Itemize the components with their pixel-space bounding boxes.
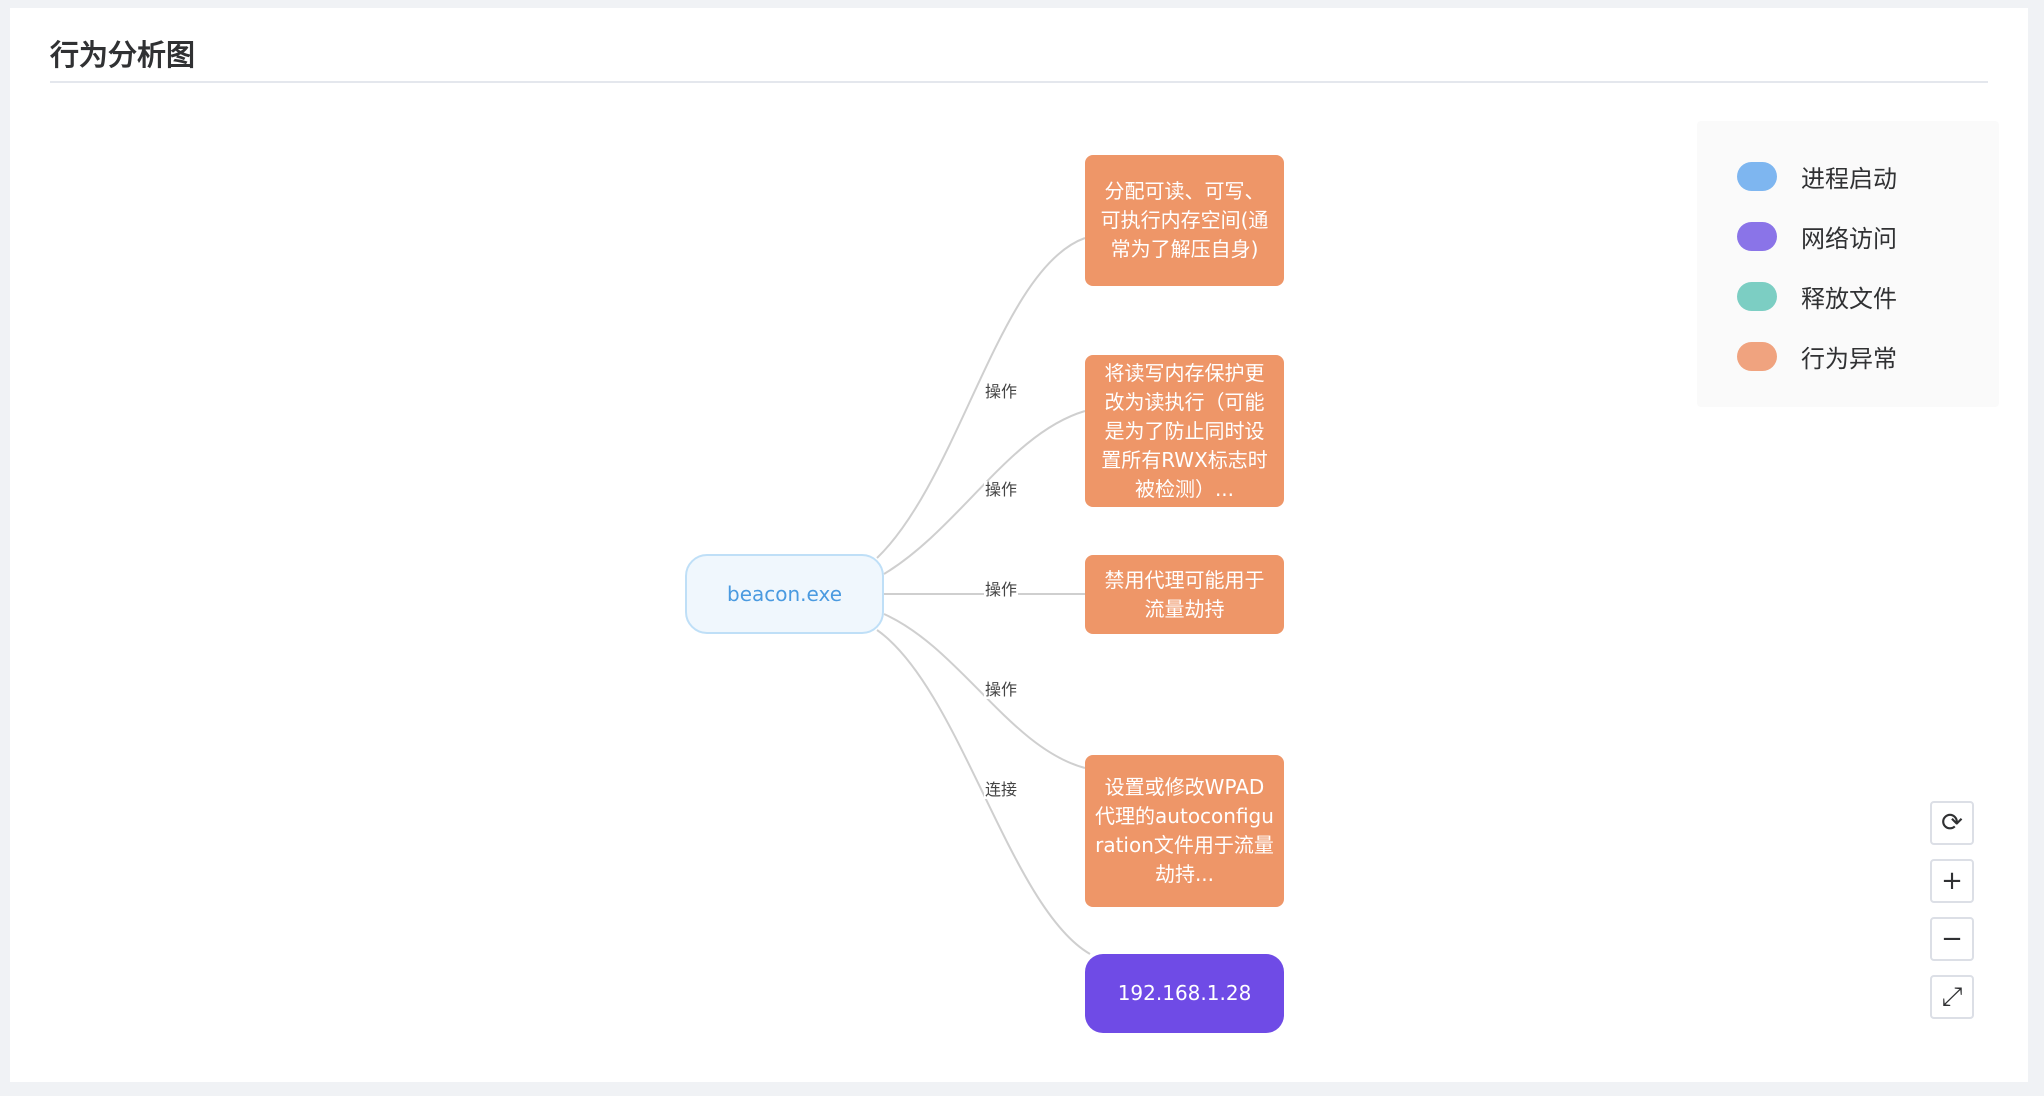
legend-item-abnormal-behavior[interactable]: 行为异常 [1737,339,1897,374]
graph-canvas[interactable]: 操作 操作 操作 操作 连接 beacon.exe 分配可读、可写、可执行内存空… [10,8,2028,1082]
behavior-graph-panel: 行为分析图 操作 操作 操作 操作 连接 beacon.exe 分配可读、可写、… [10,8,2028,1082]
behavior-node[interactable]: 设置或修改WPAD代理的autoconfiguration文件用于流量劫持... [1085,755,1284,907]
legend-item-file-drop[interactable]: 释放文件 [1737,279,1897,314]
minus-icon: − [1941,924,1963,954]
fullscreen-button[interactable]: ⤢ [1930,975,1974,1019]
title-divider [50,81,1988,83]
legend-label: 网络访问 [1801,225,1897,253]
behavior-node[interactable]: 分配可读、可写、可执行内存空间(通常为了解压自身) [1085,155,1284,286]
legend-item-network-access[interactable]: 网络访问 [1737,219,1897,254]
edge-label: 连接 [984,780,1019,799]
edge-label: 操作 [984,580,1019,599]
page-title: 行为分析图 [50,38,196,72]
zoom-out-button[interactable]: − [1930,917,1974,961]
root-process-node[interactable]: beacon.exe [685,554,884,634]
expand-icon: ⤢ [1941,981,1963,1012]
legend-swatch [1737,222,1777,251]
legend-label: 进程启动 [1801,165,1897,193]
legend-item-process-start[interactable]: 进程启动 [1737,159,1897,194]
legend-label: 行为异常 [1801,345,1897,373]
edge-label: 操作 [984,680,1019,699]
behavior-node[interactable]: 禁用代理可能用于流量劫持 [1085,555,1284,634]
legend-swatch [1737,342,1777,371]
plus-icon: + [1941,866,1963,896]
edge-label: 操作 [984,382,1019,401]
behavior-node[interactable]: 将读写内存保护更改为读执行（可能是为了防止同时设置所有RWX标志时被检测）... [1085,355,1284,507]
refresh-button[interactable]: ⟳ [1930,801,1974,845]
legend-label: 释放文件 [1801,285,1897,313]
edge-line [876,237,1086,559]
edge-label: 操作 [984,480,1019,499]
legend: 进程启动 网络访问 释放文件 行为异常 [1697,121,1999,407]
legend-swatch [1737,162,1777,191]
network-node[interactable]: 192.168.1.28 [1085,954,1284,1033]
refresh-icon: ⟳ [1941,808,1963,838]
zoom-in-button[interactable]: + [1930,859,1974,903]
legend-swatch [1737,282,1777,311]
